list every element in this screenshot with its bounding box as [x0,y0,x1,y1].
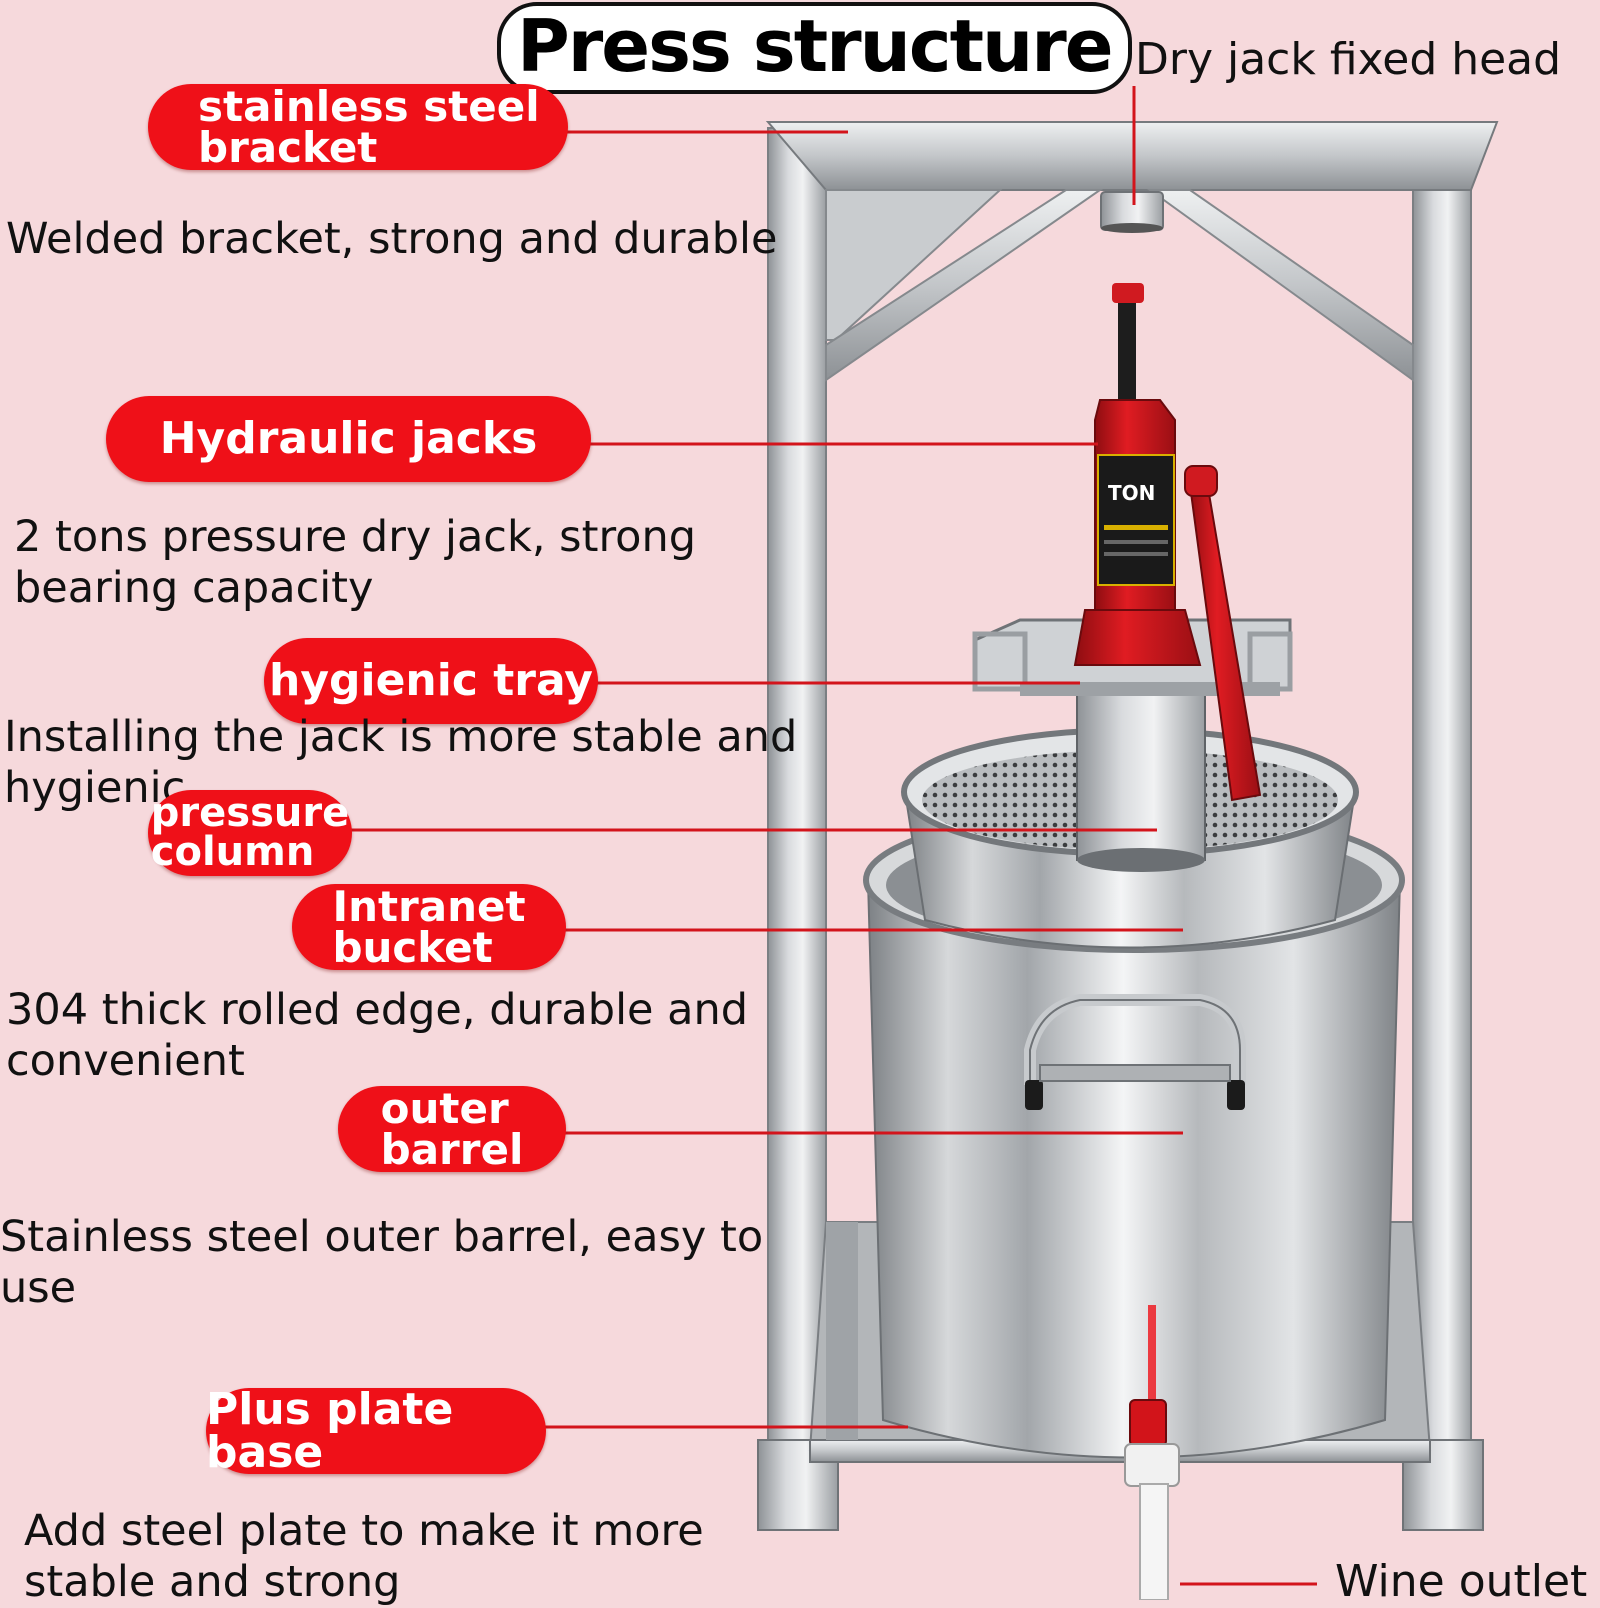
pressure-column [1076,689,1206,872]
page-title: Press structure [497,2,1132,94]
pill-intranet-bucket: Intranet bucket [292,884,566,970]
pill-label-line: Intranet [332,881,526,931]
description-line: 304 thick rolled edge, durable and [6,985,749,1035]
pill-label-line: barrel [380,1125,524,1174]
pill-label-line: bucket [332,923,493,972]
pill-plus-plate-base: Plus plate base [206,1383,546,1478]
pill-label-line: stainless steel [198,81,540,131]
hydraulic-jack: TON [1073,283,1262,802]
pill-label-line: column [150,829,315,875]
description-hygienic-tray: Installing the jack is more stable and h… [4,712,797,814]
pill-label: Hydraulic jacks [159,413,538,465]
pill-hydraulic-jacks: Hydraulic jacks [106,396,591,482]
pill-label-line: outer [380,1083,509,1133]
pill-label: hygienic tray [269,655,593,707]
frame-left-post [757,127,839,1531]
description-line: bearing capacity [14,563,374,613]
description-outer-barrel: Stainless steel outer barrel, easy to us… [0,1212,763,1314]
description-line: Add steel plate to make it more [24,1506,704,1556]
description-line: hygienic [4,763,186,813]
pill-stainless-steel-bracket: stainless steel bracket [148,84,568,170]
pill-label-line: bracket [198,123,378,172]
dry-jack-fixed-head [1100,191,1164,233]
jack-ton-rating: TON [1108,481,1155,505]
dry-jack-fixed-head-label: Dry jack fixed head [1135,34,1562,85]
description-intranet-bucket: 304 thick rolled edge, durable and conve… [6,985,748,1087]
pill-outer-barrel: outer barrel [338,1086,566,1172]
description-line: 2 tons pressure dry jack, strong [14,512,697,562]
pill-label: Plus plate base [206,1383,454,1478]
description-line: stable and strong [24,1557,401,1607]
leader-lines [350,86,1317,1586]
description-line: Stainless steel outer barrel, easy to [0,1212,764,1262]
pill-label-line: pressure [150,789,350,836]
description-plus-plate-base: Add steel plate to make it more stable a… [24,1506,704,1608]
pill-hygienic-tray: hygienic tray [264,638,598,724]
pill-pressure-column: pressure column [148,790,352,876]
description-stainless-steel-bracket: Welded bracket, strong and durable [6,214,778,264]
description-line: Installing the jack is more stable and [4,712,798,762]
description-hydraulic-jacks: 2 tons pressure dry jack, strong bearing… [14,512,696,614]
wine-outlet-label: Wine outlet [1335,1556,1588,1607]
description-line: use [0,1263,77,1313]
description-line: convenient [6,1036,245,1086]
wine-outlet-tap [1124,1305,1180,1600]
